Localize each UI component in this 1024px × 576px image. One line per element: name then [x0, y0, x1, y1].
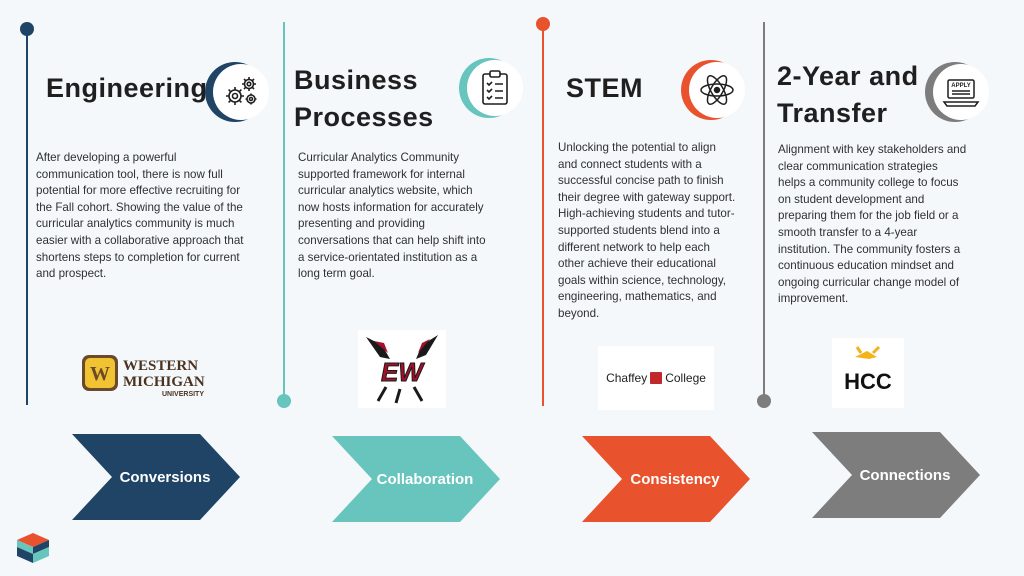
timeline-line-transfer — [763, 22, 765, 400]
gears-icon — [205, 62, 271, 122]
timeline-dot-stem — [536, 17, 550, 31]
timeline-dot-transfer — [757, 394, 771, 408]
column-description-engineering: After developing a powerful communicatio… — [36, 151, 244, 281]
column-title-stem: STEM — [566, 73, 644, 103]
svg-text:EW: EW — [381, 357, 425, 387]
atom-icon — [681, 60, 747, 120]
svg-text:MICHIGAN: MICHIGAN — [123, 374, 205, 390]
column-description-stem: Unlocking the potential to align and con… — [558, 141, 736, 320]
chevron-collaboration: Collaboration — [332, 436, 500, 522]
timeline-dot-engineering — [20, 22, 34, 36]
chevron-label-collaboration: Collaboration — [376, 470, 474, 488]
timeline-dot-business — [277, 394, 291, 408]
svg-text:W: W — [90, 363, 110, 385]
column-description-business-processes: Curricular Analytics Community supported… — [298, 151, 486, 281]
timeline-line-business — [283, 22, 285, 400]
svg-text:WESTERN: WESTERN — [123, 358, 198, 374]
svg-text:HCC: HCC — [844, 369, 892, 394]
clipboard-checklist-icon — [459, 58, 525, 118]
svg-text:APPLY: APPLY — [951, 83, 970, 89]
timeline-line-stem — [542, 26, 544, 406]
chaffey-college-logo: Chaffey College — [598, 346, 714, 410]
chaffey-mark-icon — [650, 372, 663, 384]
western-michigan-university-logo: W WESTERN MICHIGAN UNIVERSITY — [80, 342, 208, 404]
chevron-label-consistency: Consistency — [630, 470, 720, 488]
timeline-line-engineering — [26, 30, 28, 405]
chevron-conversions: Conversions — [72, 434, 240, 520]
column-title-engineering: Engineering — [46, 73, 208, 103]
chevron-consistency: Consistency — [582, 436, 750, 522]
chevron-connections: Connections — [812, 432, 980, 518]
column-description-two-year-transfer: Alignment with key stakeholders and clea… — [778, 143, 967, 306]
svg-text:UNIVERSITY: UNIVERSITY — [162, 391, 204, 398]
stacked-cube-logo-icon — [17, 533, 49, 563]
laptop-apply-icon: APPLY — [925, 62, 991, 122]
hcc-logo: HCC — [832, 338, 904, 408]
chevron-label-conversions: Conversions — [119, 468, 211, 486]
chevron-label-connections: Connections — [859, 466, 951, 484]
ewu-eagle-logo: EW — [358, 330, 446, 408]
column-title-business-processes: Business Processes — [294, 65, 434, 132]
column-title-two-year-transfer: 2-Year and Transfer — [777, 61, 919, 128]
